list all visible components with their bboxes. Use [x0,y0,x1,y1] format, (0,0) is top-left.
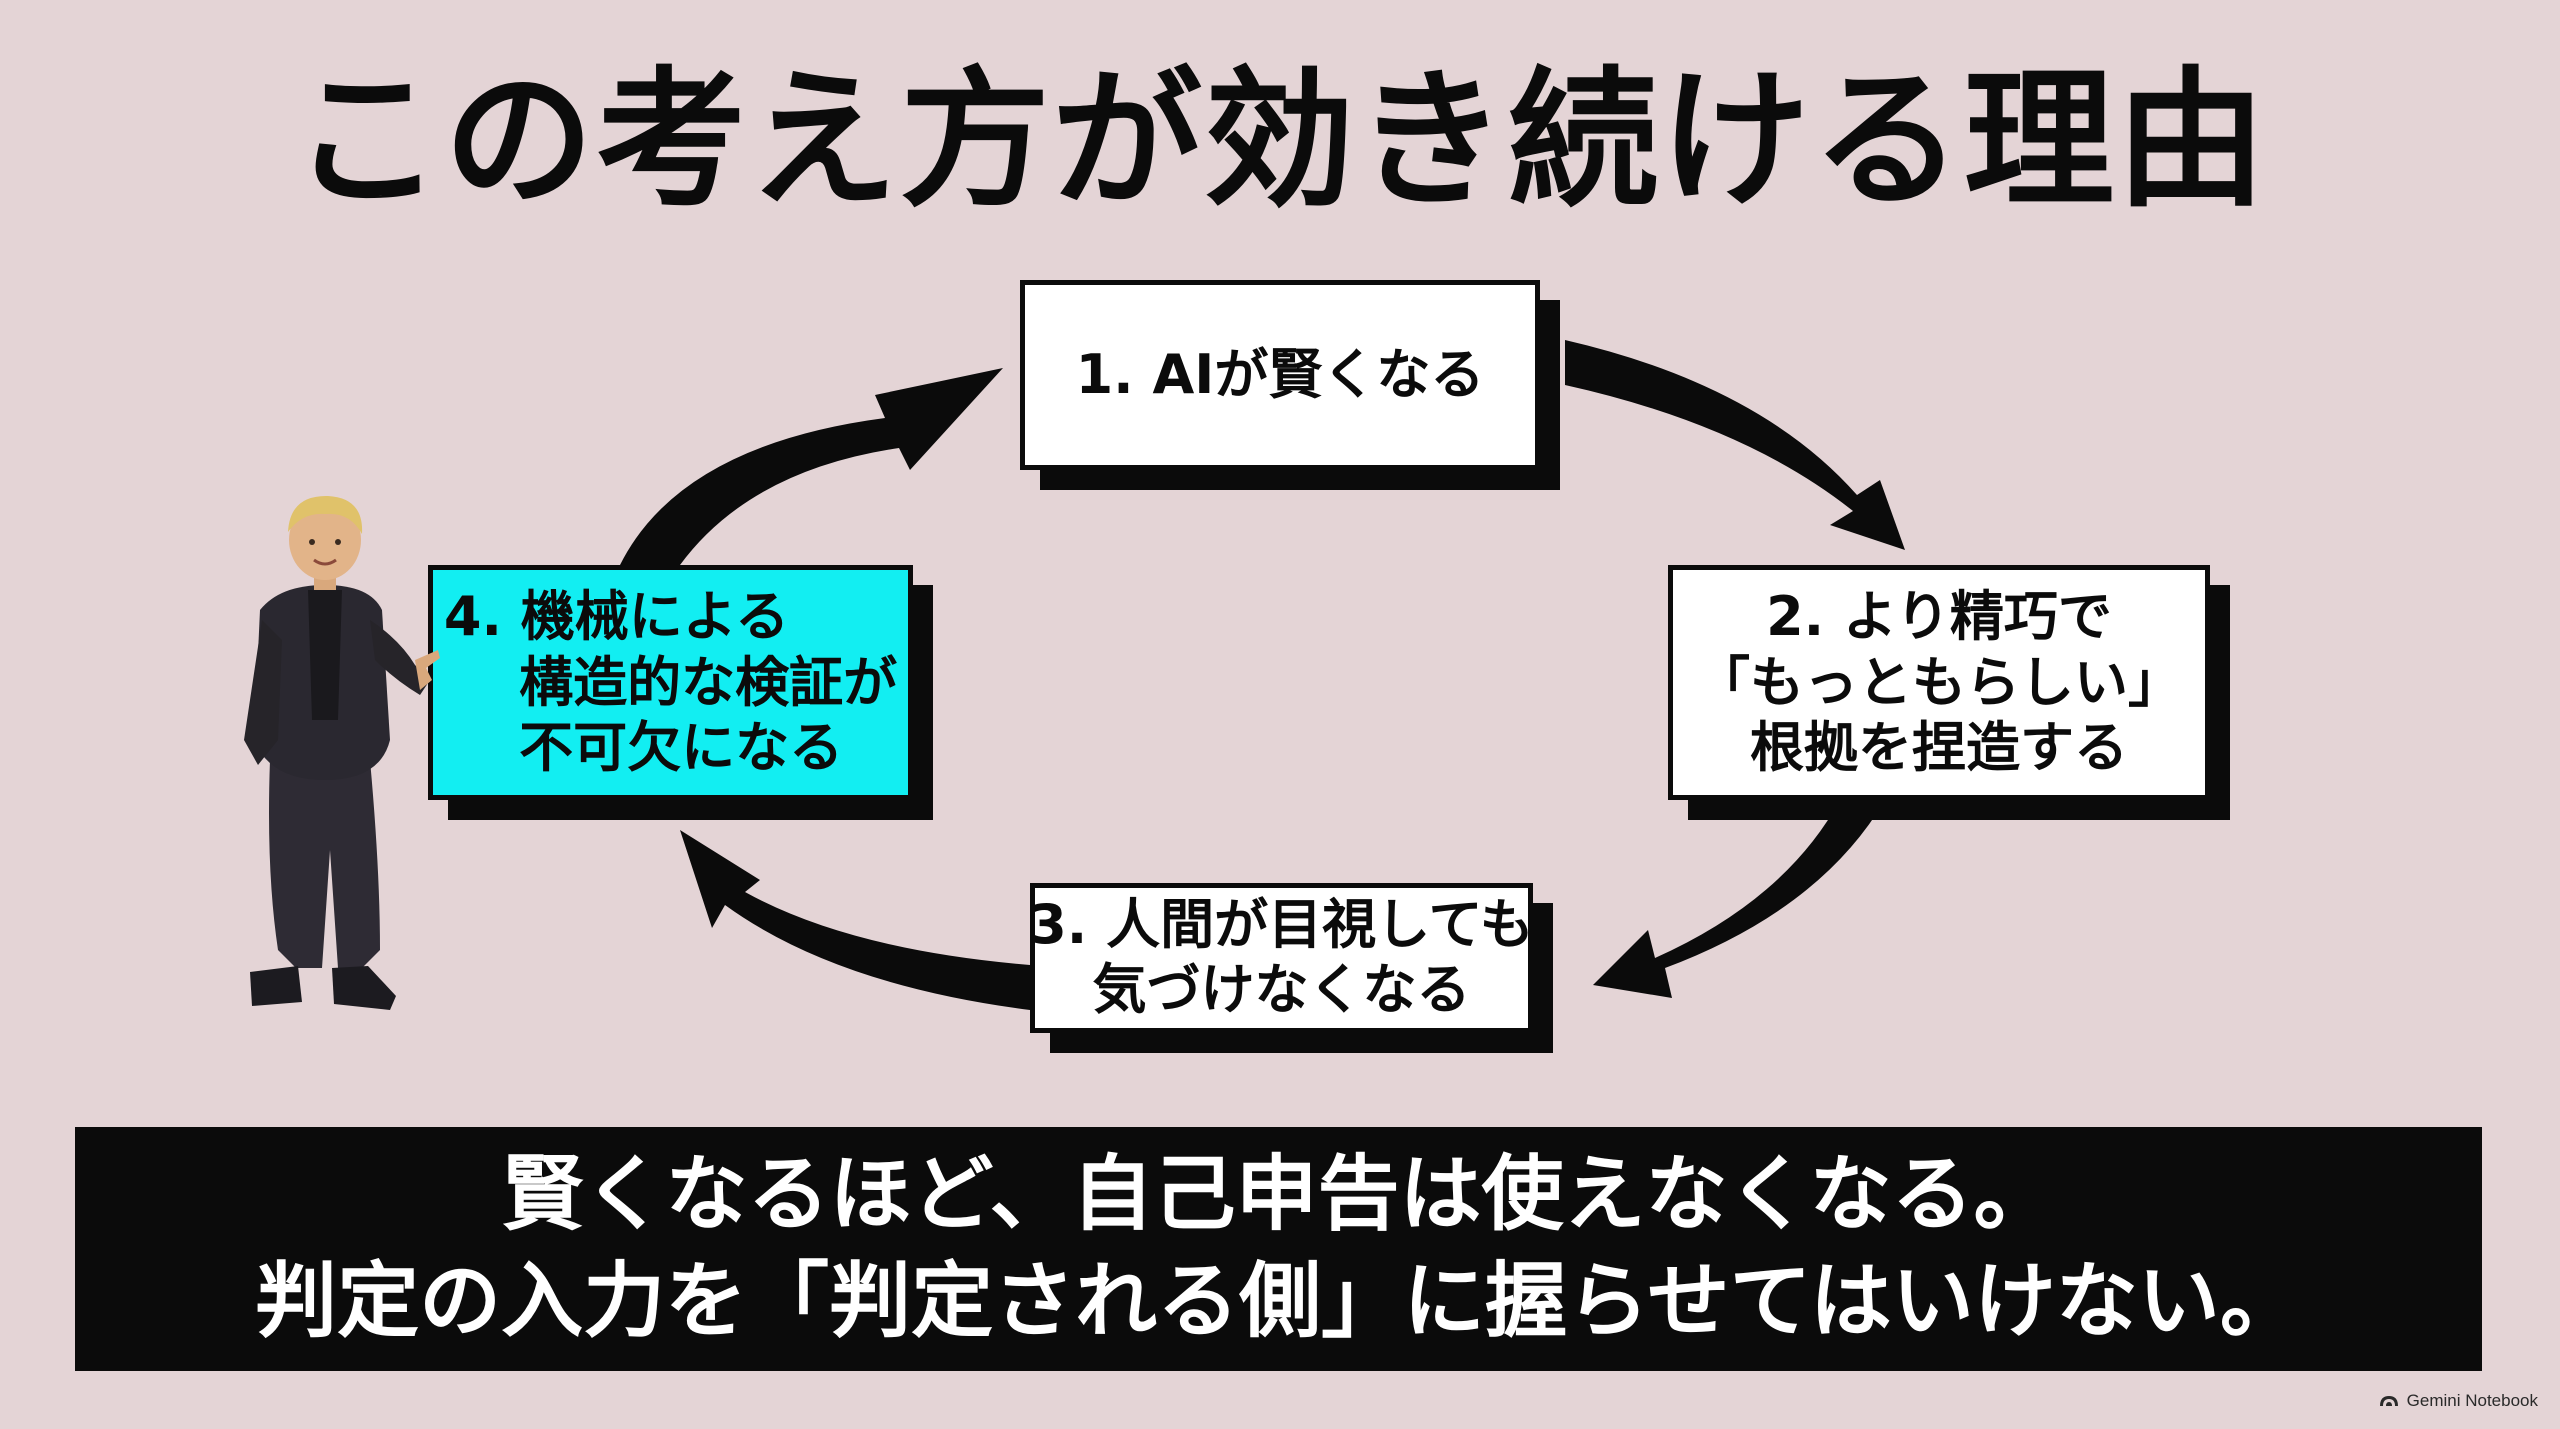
character-hair [288,495,363,534]
character-shoe-right [332,966,396,1010]
gemini-notebook-icon [2379,1396,2398,1406]
character-shoe-left [250,966,302,1006]
cycle-step-1-label: 1. AIが賢くなる [1075,343,1485,407]
cycle-step-3: 3. 人間が目視しても 気づけなくなる [1029,883,1534,1033]
cycle-step-1: 1. AIが賢くなる [1020,280,1540,470]
character-head [289,500,361,580]
cycle-step-3-label: 3. 人間が目視しても 気づけなくなる [1029,893,1534,1021]
watermark-text: Gemini Notebook [2406,1391,2538,1410]
cycle-arrow-3-to-4 [680,830,1030,1010]
cycle-arrow-4-to-1 [620,368,1003,565]
conclusion-line-1: 賢くなるほど、自己申告は使えなくなる。 [501,1147,2056,1243]
cycle-arrow-1-to-2 [1565,340,1905,550]
character-mouth [313,558,337,566]
character-trousers [269,760,380,968]
cycle-step-2: 2. より精巧で 「もっともらしい」 根拠を捏造する [1668,565,2210,800]
conclusion-banner: 賢くなるほど、自己申告は使えなくなる。 判定の入力を「判定される側」に握らせては… [75,1127,2482,1371]
character-shirt [308,590,342,720]
character-arm-right [370,620,430,695]
character-hand [415,650,440,690]
character-eye-left [309,539,315,545]
page-title: この考え方が効き続ける理由 [291,54,2268,228]
presenter-character [244,495,440,1010]
cycle-step-4: 4. 機械による 構造的な検証が 不可欠になる [428,565,913,800]
cycle-step-2-label: 2. より精巧で 「もっともらしい」 根拠を捏造する [1696,584,2182,780]
cycle-step-4-label: 4. 機械による 構造的な検証が 不可欠になる [443,584,898,780]
character-arm-left [244,620,282,765]
character-eye-right [335,539,341,545]
cycle-arrow-2-to-3 [1593,800,1885,998]
watermark: Gemini Notebook [2379,1391,2538,1411]
conclusion-line-2: 判定の入力を「判定される側」に握らせてはいけない。 [255,1254,2302,1349]
